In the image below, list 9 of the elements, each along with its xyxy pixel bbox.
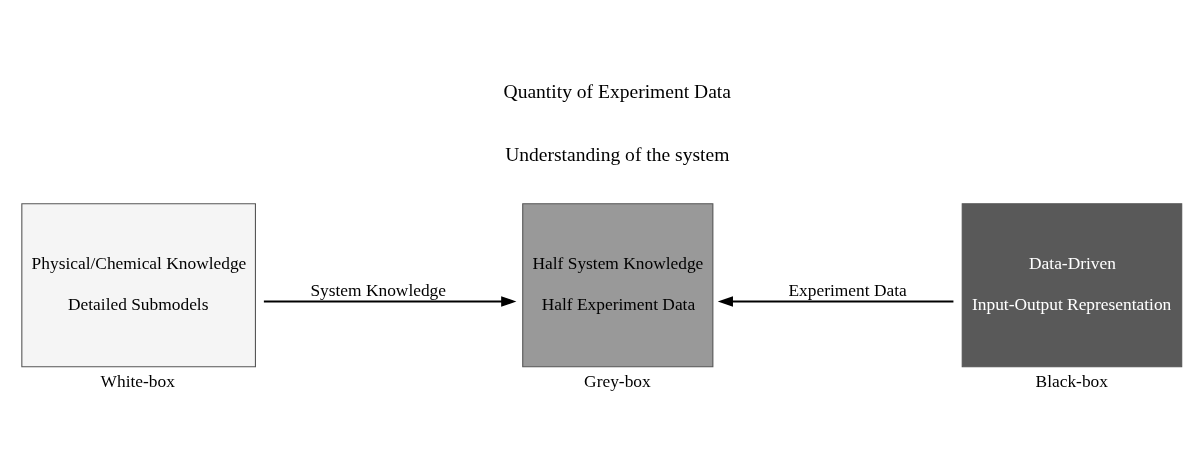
node-label: White-box — [100, 371, 175, 391]
node-label: Grey-box — [584, 371, 651, 391]
edge-label: Experiment Data — [788, 280, 907, 300]
arrow — [717, 295, 954, 307]
edge-label: System Knowledge — [310, 280, 447, 300]
label: Quantity of Experiment Data — [503, 80, 731, 102]
arrow — [263, 295, 517, 307]
label: Understanding of the system — [505, 143, 730, 165]
node-label: Black-box — [1035, 371, 1108, 391]
